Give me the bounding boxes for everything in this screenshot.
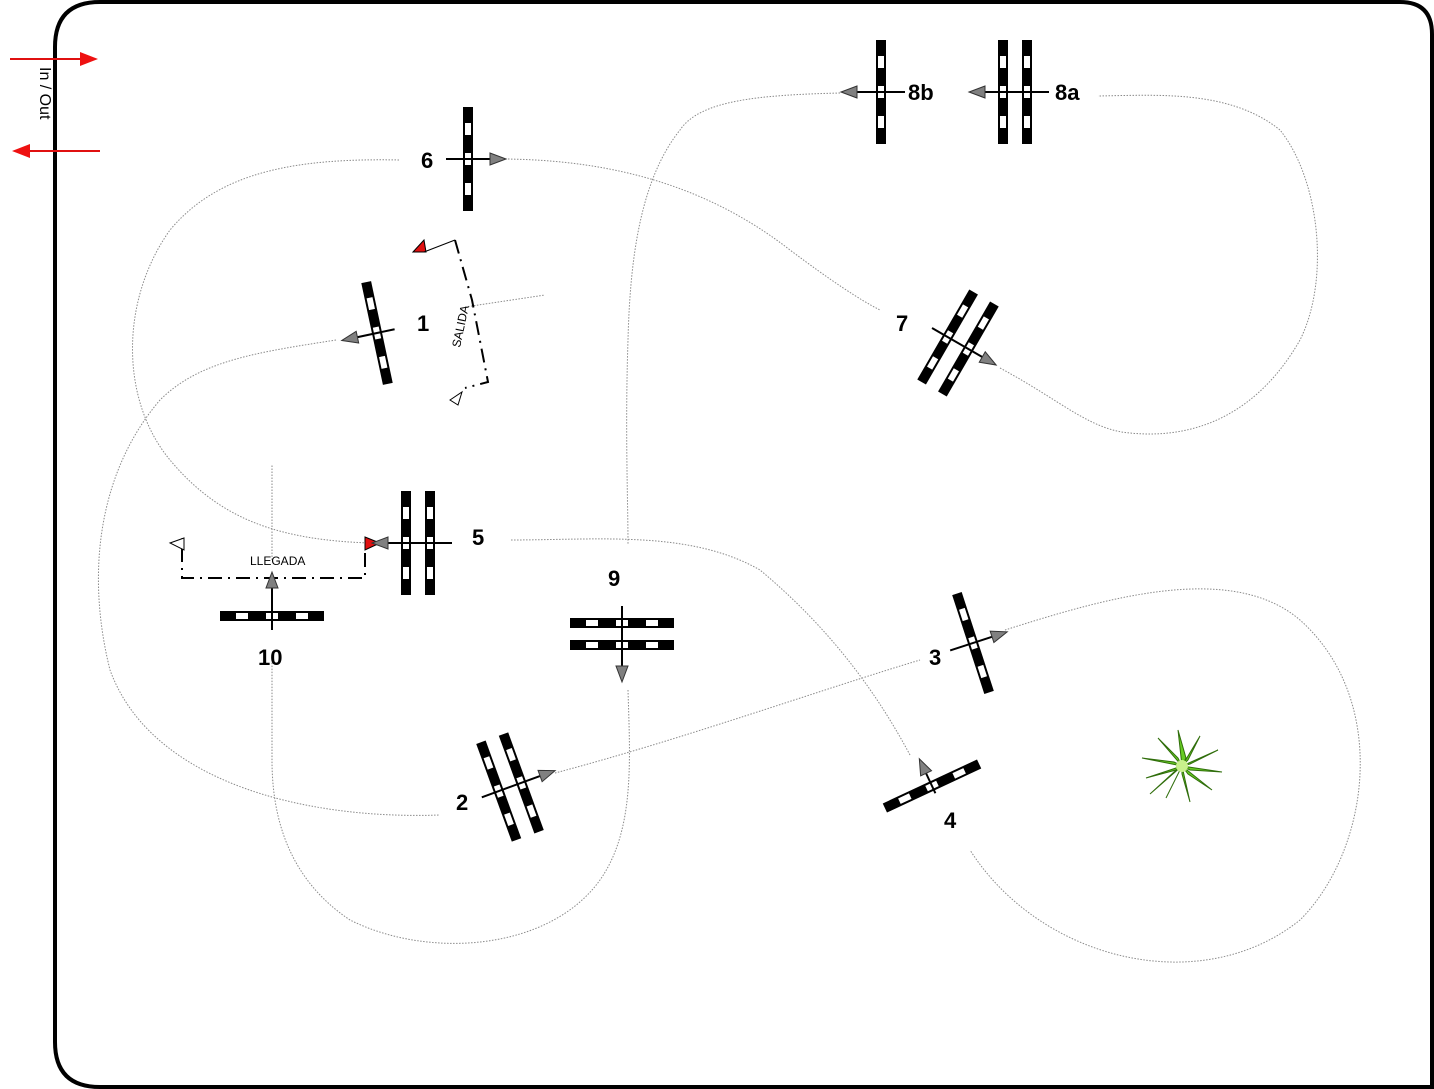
obstacle-5 xyxy=(371,491,452,595)
obstacle-10-label: 10 xyxy=(258,645,282,670)
in-out-marker: In / Out xyxy=(10,52,100,158)
finish-line: LLEGADA xyxy=(168,536,382,579)
obstacle-4-label: 4 xyxy=(944,808,957,833)
flag-icon xyxy=(449,390,463,406)
obstacle-1 xyxy=(340,281,395,385)
plant-icon xyxy=(1141,729,1223,803)
flag-icon xyxy=(411,238,427,253)
finish-label: LLEGADA xyxy=(250,554,305,568)
obstacle-8b-label: 8b xyxy=(908,80,934,105)
arena-border xyxy=(53,0,1434,1089)
obstacle-3-label: 3 xyxy=(929,645,941,670)
course-track xyxy=(98,92,1361,963)
obstacle-10 xyxy=(220,571,324,630)
flag-icon xyxy=(168,537,185,551)
obstacle-6-label: 6 xyxy=(421,148,433,173)
obstacle-5-label: 5 xyxy=(472,525,484,550)
obstacle-1-label: 1 xyxy=(417,311,429,336)
obstacle-7-label: 7 xyxy=(896,311,908,336)
start-label: SALIDA xyxy=(449,304,472,349)
obstacle-9-label: 9 xyxy=(608,566,620,591)
obstacle-7 xyxy=(917,289,1000,397)
obstacle-2 xyxy=(476,732,558,842)
obstacle-4 xyxy=(882,755,982,813)
obstacle-3 xyxy=(949,592,1010,694)
obstacle-2-label: 2 xyxy=(456,790,468,815)
in-out-label: In / Out xyxy=(36,67,53,120)
obstacle-8a-label: 8a xyxy=(1055,80,1080,105)
obstacle-9 xyxy=(570,606,674,683)
obstacle-8a xyxy=(968,40,1049,144)
obstacle-6 xyxy=(446,107,507,211)
obstacle-8b xyxy=(840,40,905,144)
